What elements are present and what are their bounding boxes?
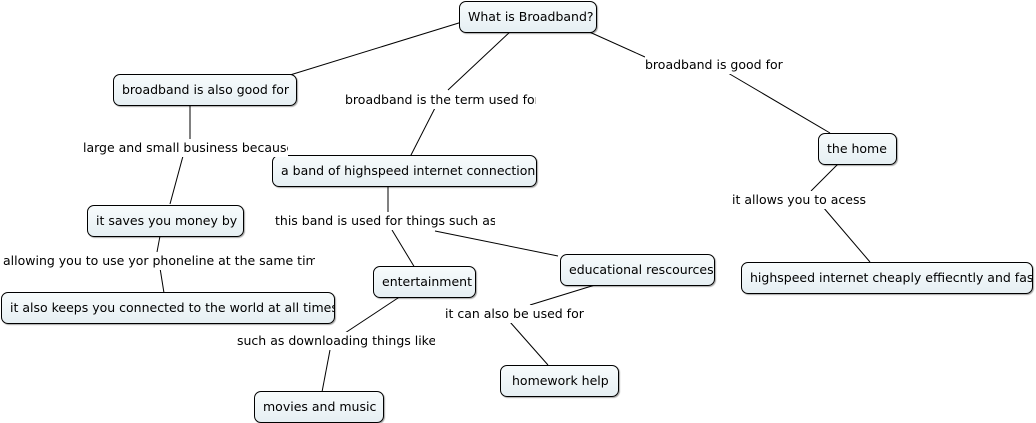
concept-highspeed-connection[interactable]: a band of highspeed internet connection bbox=[272, 155, 537, 187]
concept-highspeed-cheap[interactable]: highspeed internet cheaply effiecntly an… bbox=[741, 262, 1033, 294]
link-label-term-used: broadband is the term used for bbox=[345, 91, 536, 109]
link-label-allows-access: it allows you to acess bbox=[732, 191, 870, 209]
concept-also-good-for[interactable]: broadband is also good for bbox=[113, 74, 297, 106]
link-label-downloading: such as downloading things like bbox=[237, 332, 435, 350]
concept-movies-music[interactable]: movies and music bbox=[254, 391, 384, 423]
concept-what-is-broadband[interactable]: What is Broadband? bbox=[459, 1, 597, 33]
concept-entertainment[interactable]: entertainment bbox=[373, 266, 476, 298]
link-label-good-for: broadband is good for bbox=[645, 56, 784, 74]
concept-educational[interactable]: educational rescources bbox=[560, 254, 715, 286]
link-label-used-for: this band is used for things such as bbox=[275, 212, 495, 230]
concept-saves-money[interactable]: it saves you money by bbox=[87, 205, 244, 237]
link-label-phoneline: allowing you to use yor phoneline at the… bbox=[3, 252, 315, 270]
concept-keeps-connected[interactable]: it also keeps you connected to the world… bbox=[1, 292, 335, 324]
link-label-also-used-for: it can also be used for bbox=[445, 305, 585, 323]
concept-the-home[interactable]: the home bbox=[818, 133, 897, 165]
link-label-business: large and small business because bbox=[83, 139, 288, 157]
concept-homework-help[interactable]: homework help bbox=[500, 365, 619, 397]
